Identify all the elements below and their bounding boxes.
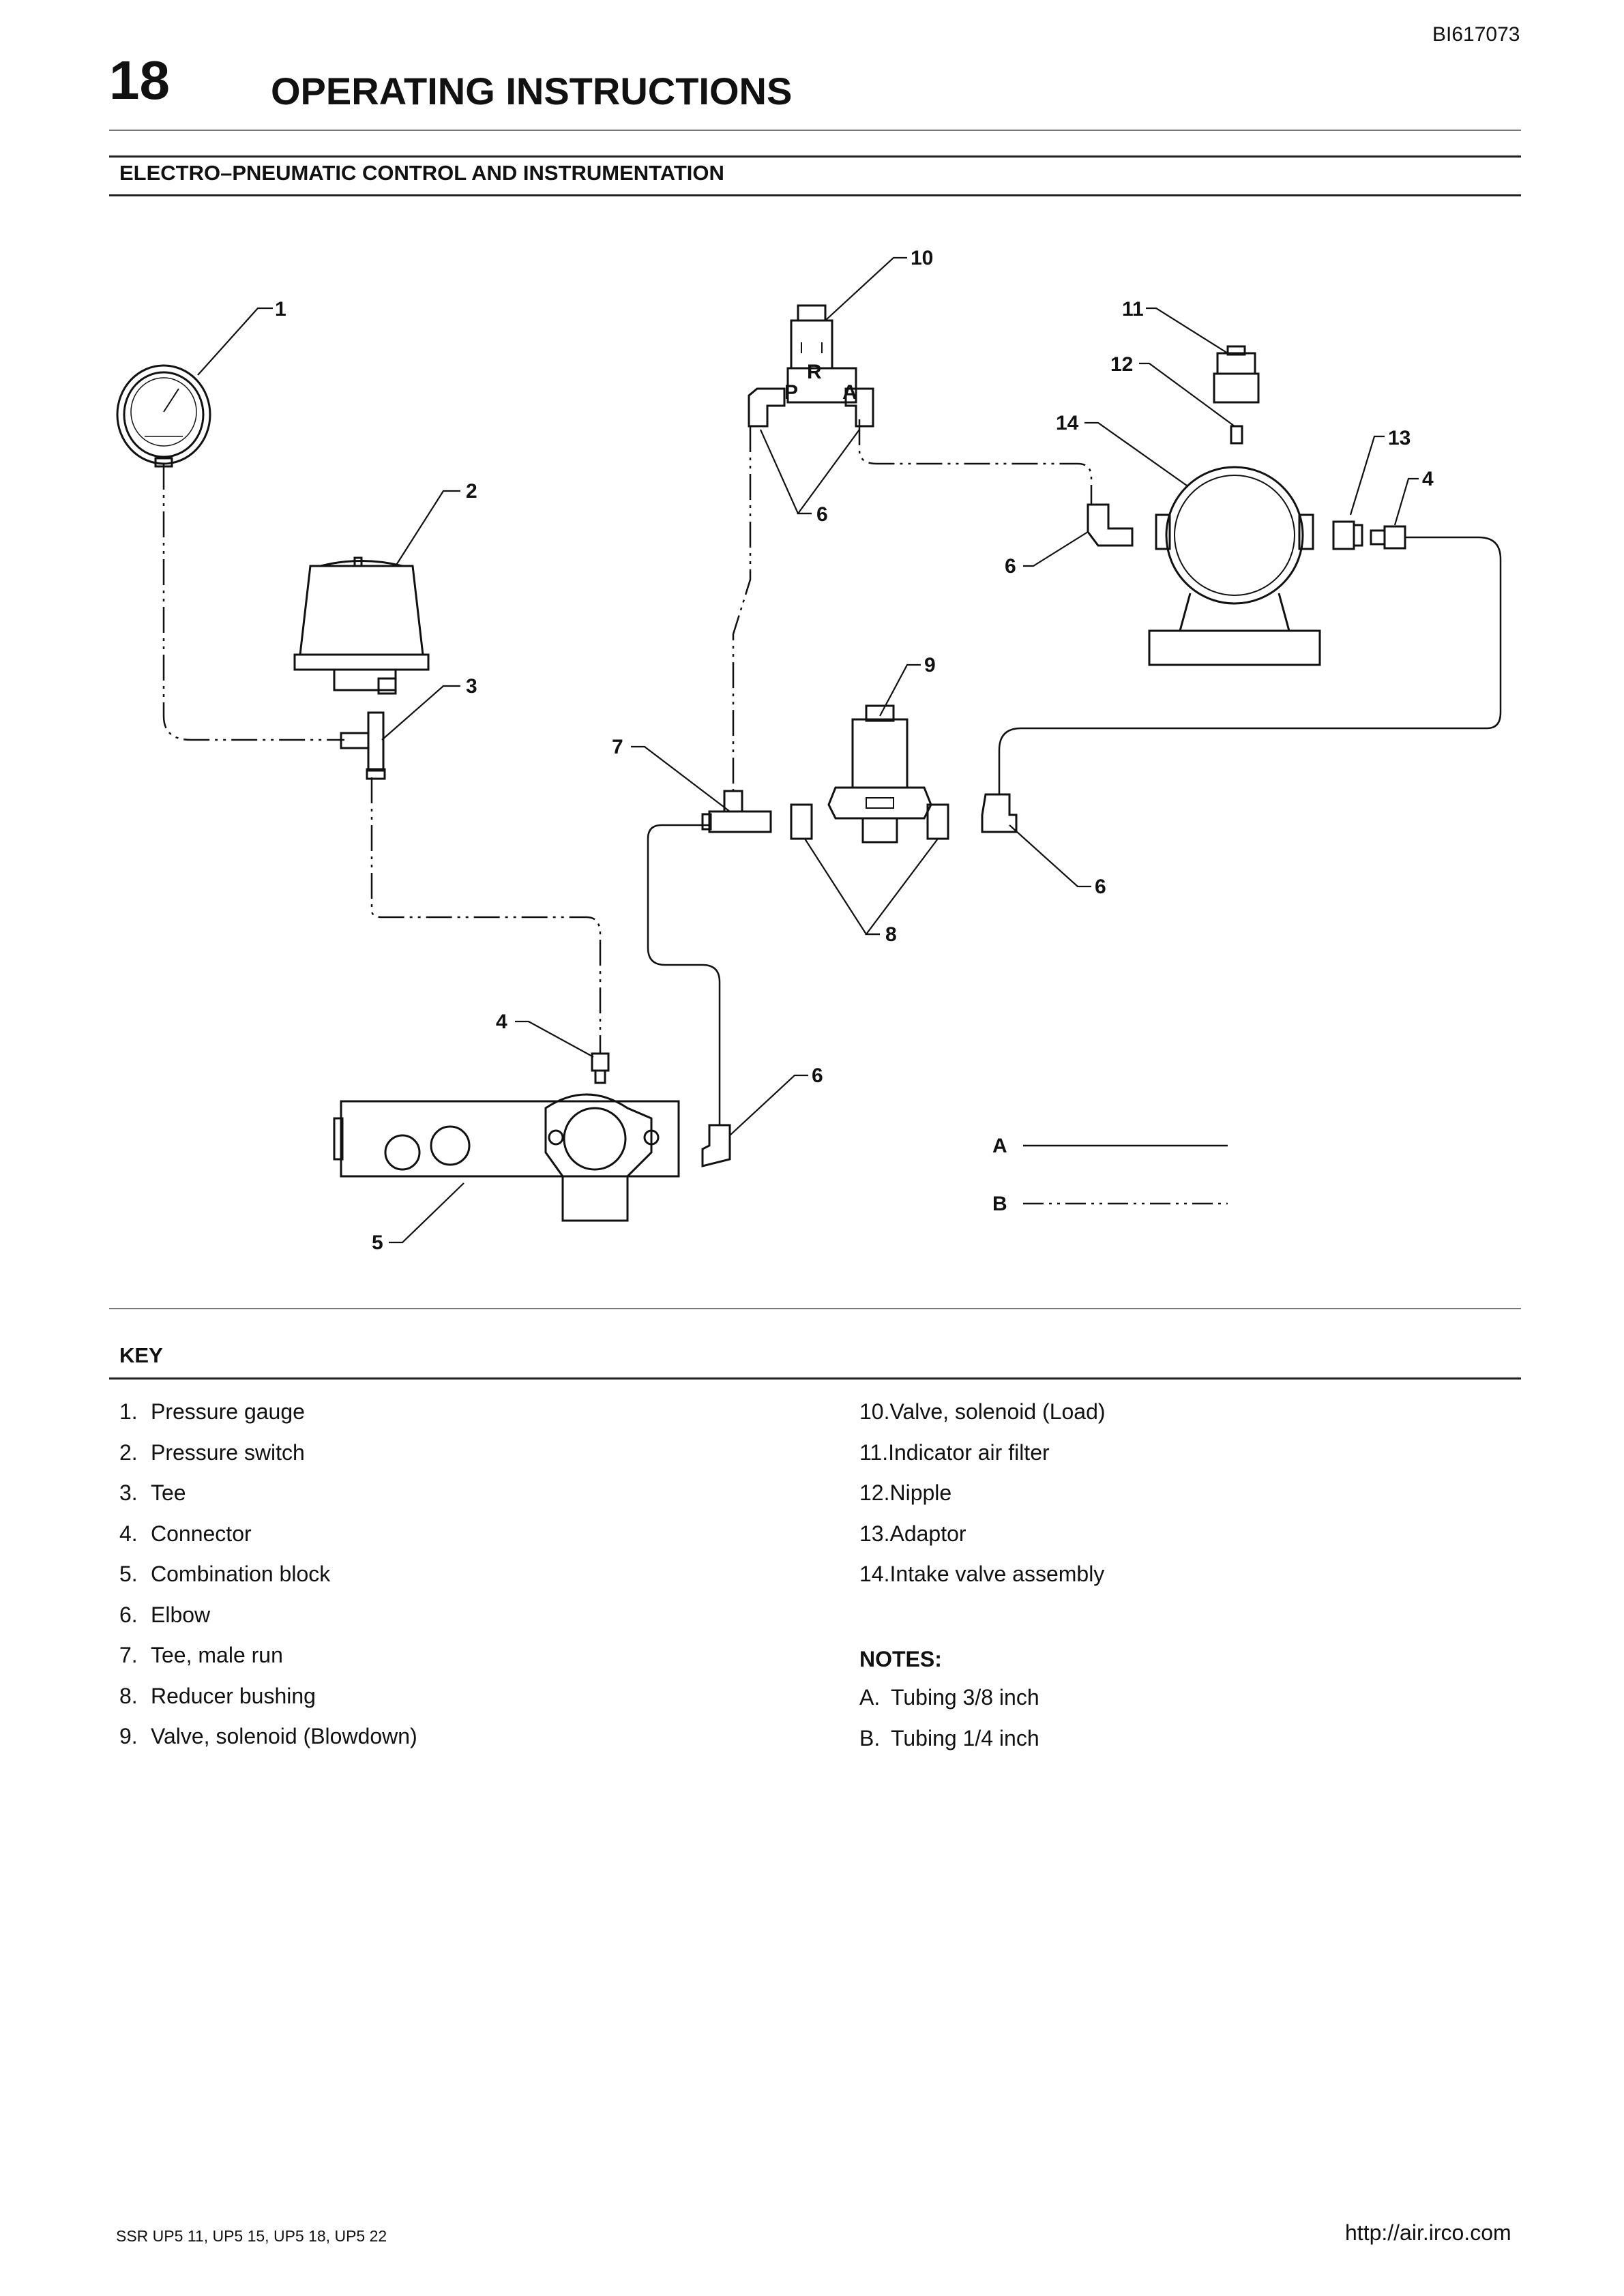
note-item: B.Tubing 1/4 inch — [859, 1725, 1039, 1750]
callout-13: 13 — [1388, 427, 1411, 449]
reducer-bushing-right-part — [926, 803, 949, 840]
key-item: 11.Indicator air filter — [859, 1440, 1050, 1465]
callout-14: 14 — [1056, 412, 1079, 434]
callout-6-intake: 6 — [1005, 555, 1016, 578]
key-list-left: 1.Pressure gauge 2.Pressure switch 3.Tee… — [119, 1399, 417, 1765]
key-divider — [109, 1377, 1521, 1380]
page-title: OPERATING INSTRUCTIONS — [271, 70, 793, 113]
key-item: 8.Reducer bushing — [119, 1683, 316, 1708]
page-number: 18 — [109, 50, 170, 110]
callout-10: 10 — [911, 247, 933, 269]
combination-block-part — [333, 1093, 680, 1222]
callout-9: 9 — [924, 654, 936, 676]
leader-lines — [197, 256, 1419, 1244]
nipple-part — [1230, 425, 1243, 445]
footer-url-link[interactable]: http://air.irco.com — [1345, 2220, 1511, 2245]
header-divider — [109, 130, 1521, 131]
load-valve-part — [748, 304, 874, 428]
tubing-b-lines — [162, 419, 1093, 1054]
key-item: 4.Connector — [119, 1521, 252, 1546]
note-item: A.Tubing 3/8 inch — [859, 1685, 1039, 1710]
notes-heading: NOTES: — [859, 1647, 942, 1671]
key-item: 2.Pressure switch — [119, 1440, 305, 1465]
key-item: 10.Valve, solenoid (Load) — [859, 1399, 1106, 1424]
tee-part — [340, 711, 386, 780]
indicator-filter-part — [1213, 345, 1260, 404]
connector-right-part — [1370, 525, 1406, 550]
adaptor-part — [1332, 520, 1363, 550]
key-item: 12.Nipple — [859, 1480, 952, 1505]
footer-models: SSR UP5 11, UP5 15, UP5 18, UP5 22 — [116, 2227, 387, 2245]
callout-6-load-valve: 6 — [816, 503, 828, 526]
callout-11: 11 — [1122, 298, 1144, 320]
connector-lower-part — [591, 1052, 610, 1084]
callout-3: 3 — [466, 675, 477, 698]
valve-port-a: A — [842, 381, 857, 404]
callout-1: 1 — [275, 298, 286, 320]
key-item: 1.Pressure gauge — [119, 1399, 305, 1424]
section-top-rule — [109, 155, 1521, 158]
valve-port-p: P — [784, 381, 798, 404]
key-item: 6.Elbow — [119, 1602, 211, 1627]
pressure-switch-part — [293, 556, 430, 695]
section-title: ELECTRO–PNEUMATIC CONTROL AND INSTRUMENT… — [119, 161, 724, 185]
callout-6-blowdown: 6 — [1095, 876, 1106, 898]
key-item: 3.Tee — [119, 1480, 186, 1505]
section-bottom-rule — [109, 194, 1521, 196]
legend-label-a: A — [992, 1135, 1007, 1157]
callout-7: 7 — [612, 736, 623, 758]
pneumatic-diagram: P A R 1 2 3 4 4 5 6 6 6 6 7 8 9 10 11 12… — [116, 247, 1502, 1254]
callout-8: 8 — [885, 923, 897, 946]
key-list-right: 10.Valve, solenoid (Load) 11.Indicator a… — [859, 1399, 1106, 1602]
callout-4-right: 4 — [1422, 468, 1434, 490]
elbow-intake-part — [1087, 503, 1134, 547]
document-id: BI617073 — [1432, 23, 1520, 46]
blowdown-valve-part — [827, 704, 932, 844]
elbow-blowdown-part — [981, 793, 1018, 833]
legend-label-b: B — [992, 1193, 1007, 1215]
tubing-a-lines — [647, 536, 1502, 1125]
key-item: 9.Valve, solenoid (Blowdown) — [119, 1724, 417, 1748]
callout-4-lower: 4 — [496, 1011, 507, 1033]
callout-12: 12 — [1110, 353, 1133, 376]
callout-5: 5 — [372, 1232, 383, 1254]
reducer-bushing-left-part — [790, 803, 813, 840]
key-heading: KEY — [119, 1343, 163, 1367]
notes-list: A.Tubing 3/8 inch B.Tubing 1/4 inch — [859, 1685, 1039, 1766]
callout-6-block: 6 — [812, 1064, 823, 1087]
tee-male-run-part — [701, 790, 772, 833]
key-item: 7.Tee, male run — [119, 1643, 283, 1667]
intake-valve-part — [1148, 466, 1321, 666]
pressure-gauge-part — [116, 364, 211, 468]
key-item: 5.Combination block — [119, 1562, 331, 1586]
valve-port-r: R — [807, 361, 822, 383]
key-item: 14.Intake valve assembly — [859, 1562, 1105, 1586]
elbow-block-part — [701, 1124, 731, 1167]
callout-2: 2 — [466, 480, 477, 503]
key-item: 13.Adaptor — [859, 1521, 966, 1546]
key-top-rule — [109, 1308, 1521, 1309]
